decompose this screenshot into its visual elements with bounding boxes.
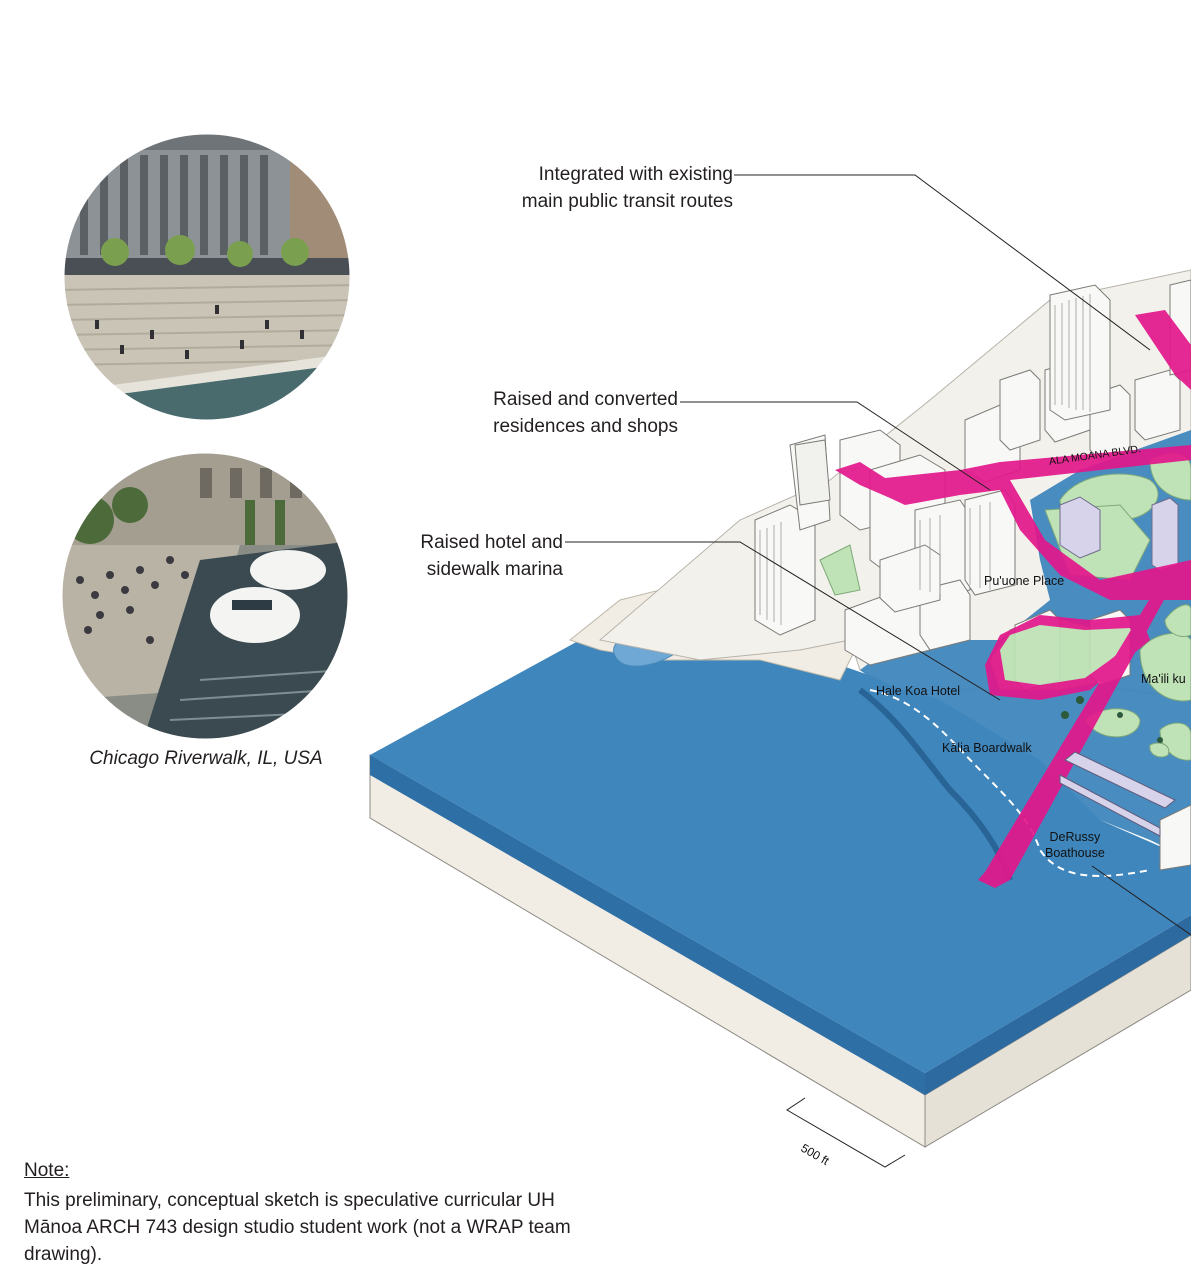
mailikai-label: Ma'ili ku — [1141, 671, 1186, 687]
callout-transit: Integrated with existing main public tra… — [470, 161, 733, 215]
puuone-label: Pu'uone Place — [984, 573, 1064, 589]
callout-residences: Raised and converted residences and shop… — [440, 386, 678, 440]
note-heading: Note: — [24, 1160, 69, 1182]
precedent-photo-marina — [60, 450, 360, 750]
callout-hotel: Raised hotel and sidewalk marina — [380, 529, 563, 583]
hale-koa-label: Hale Koa Hotel — [876, 683, 960, 699]
kalia-label: Kālia Boardwalk — [942, 740, 1032, 756]
precedent-caption: Chicago Riverwalk, IL, USA — [62, 748, 350, 770]
precedent-photo-steps — [60, 130, 360, 430]
derussy-label: DeRussy Boathouse — [1045, 829, 1105, 861]
note-body: This preliminary, conceptual sketch is s… — [24, 1187, 614, 1268]
